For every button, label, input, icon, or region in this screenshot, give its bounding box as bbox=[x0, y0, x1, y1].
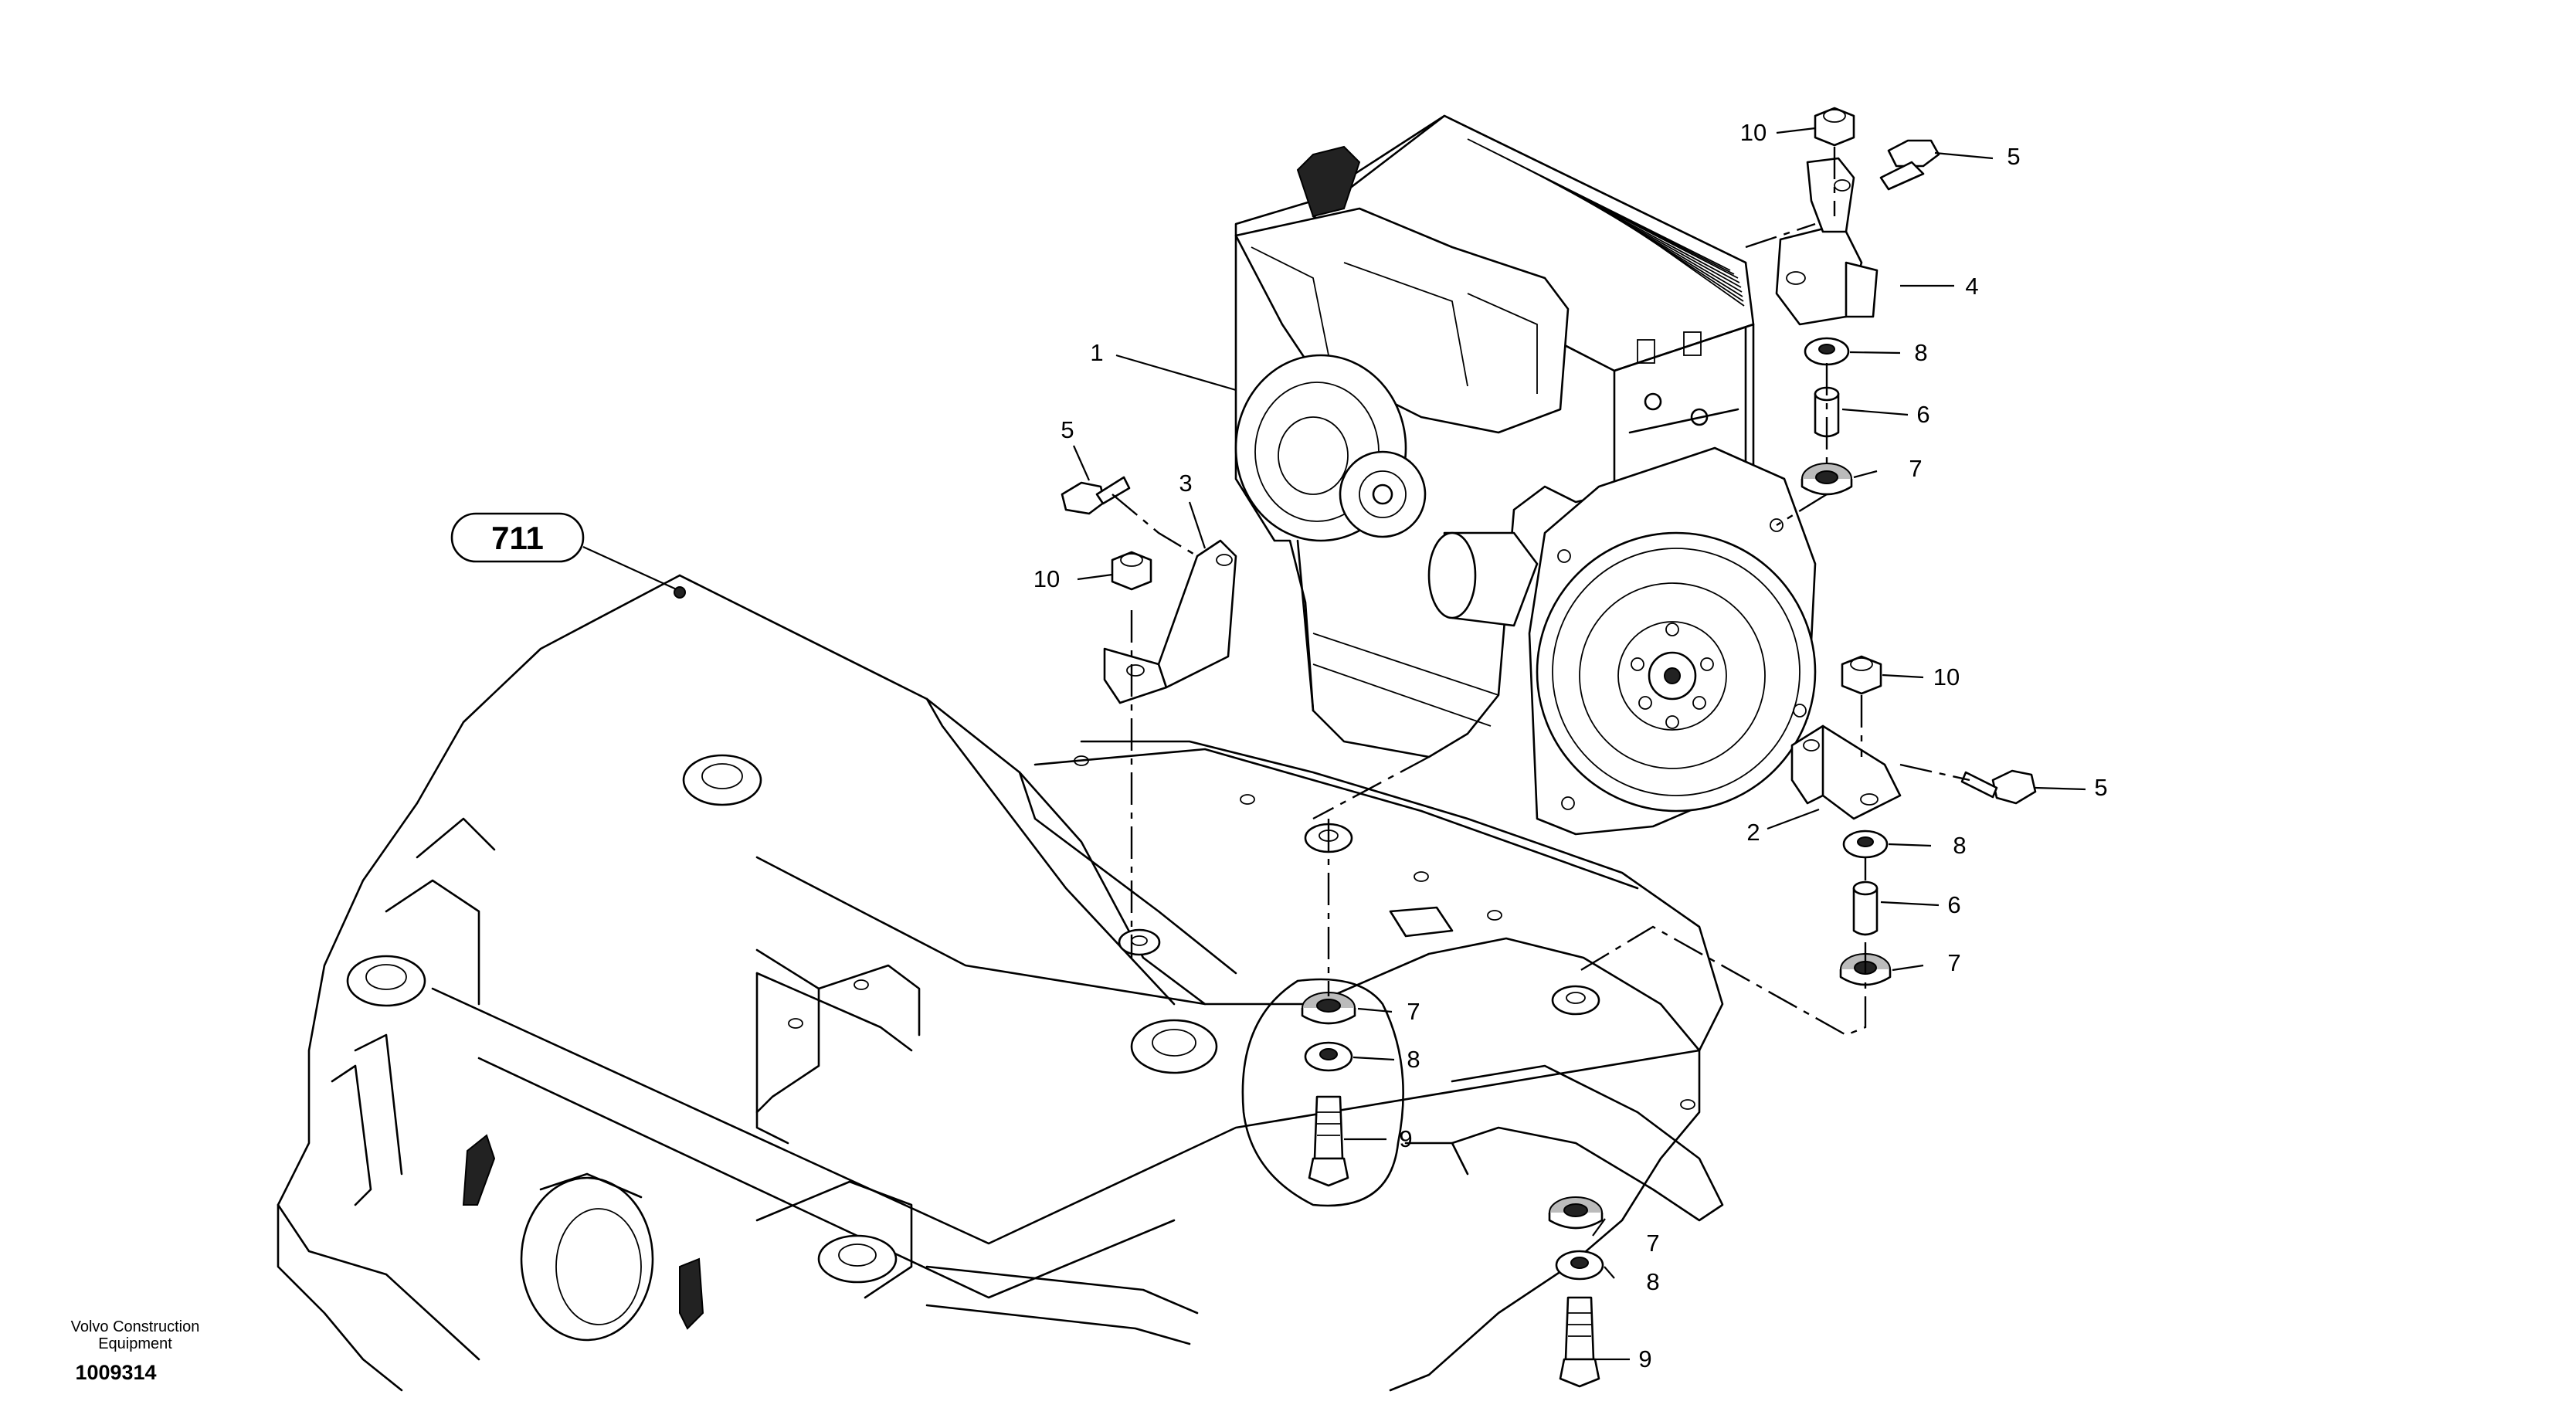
reference-box-label: 711 bbox=[491, 520, 544, 556]
long-bolt-9 bbox=[1308, 1095, 1600, 1388]
callout-8a: 8 bbox=[1914, 339, 1927, 366]
callout-10a: 10 bbox=[1740, 119, 1767, 146]
callout-2: 2 bbox=[1746, 819, 1760, 846]
callout-6b: 6 bbox=[1947, 891, 1960, 918]
callout-labels: 1 2 3 4 5 5 5 6 6 7 7 7 7 8 8 8 8 9 9 10… bbox=[1033, 119, 2108, 1372]
maker-name-line1: Volvo Construction bbox=[70, 1318, 200, 1335]
washer-8 bbox=[1304, 337, 1889, 1281]
leader-lines bbox=[582, 127, 2086, 1361]
bolt-5 bbox=[1061, 139, 2037, 805]
callout-4: 4 bbox=[1965, 273, 1978, 300]
reference-box-711[interactable]: 711 bbox=[450, 512, 585, 563]
callout-8c: 8 bbox=[1407, 1046, 1420, 1073]
callout-7a: 7 bbox=[1909, 455, 1922, 482]
bracket-2 bbox=[1790, 724, 1902, 820]
machine-frame bbox=[277, 574, 1724, 1392]
callout-10b: 10 bbox=[1033, 565, 1060, 592]
callout-1: 1 bbox=[1090, 339, 1103, 366]
callout-6a: 6 bbox=[1916, 401, 1929, 428]
assembly-centerline bbox=[1112, 147, 1970, 1036]
detail-outline bbox=[1241, 978, 1404, 1207]
reference-point bbox=[674, 586, 686, 599]
callout-7b: 7 bbox=[1947, 949, 1960, 976]
callout-10c: 10 bbox=[1933, 663, 1960, 690]
callout-5b: 5 bbox=[2007, 143, 2020, 170]
callout-7c: 7 bbox=[1407, 998, 1420, 1025]
callout-8b: 8 bbox=[1953, 832, 1966, 859]
bracket-4 bbox=[1775, 157, 1879, 326]
callout-9a: 9 bbox=[1399, 1125, 1412, 1152]
callout-7d: 7 bbox=[1646, 1230, 1659, 1257]
nut-10 bbox=[1111, 107, 1882, 695]
frame-hole bbox=[788, 755, 1695, 1110]
frame-boss bbox=[346, 754, 1218, 1284]
callout-9b: 9 bbox=[1638, 1345, 1651, 1372]
maker-name-line2: Equipment bbox=[98, 1335, 172, 1352]
sleeve-6 bbox=[1814, 386, 1879, 936]
engine bbox=[1234, 114, 1817, 836]
document-number: 1009314 bbox=[75, 1361, 157, 1384]
callout-5a: 5 bbox=[1061, 416, 1074, 443]
bracket-3 bbox=[1103, 539, 1237, 704]
callout-8d: 8 bbox=[1646, 1268, 1659, 1295]
callout-5c: 5 bbox=[2094, 774, 2107, 801]
callout-3: 3 bbox=[1179, 470, 1192, 497]
